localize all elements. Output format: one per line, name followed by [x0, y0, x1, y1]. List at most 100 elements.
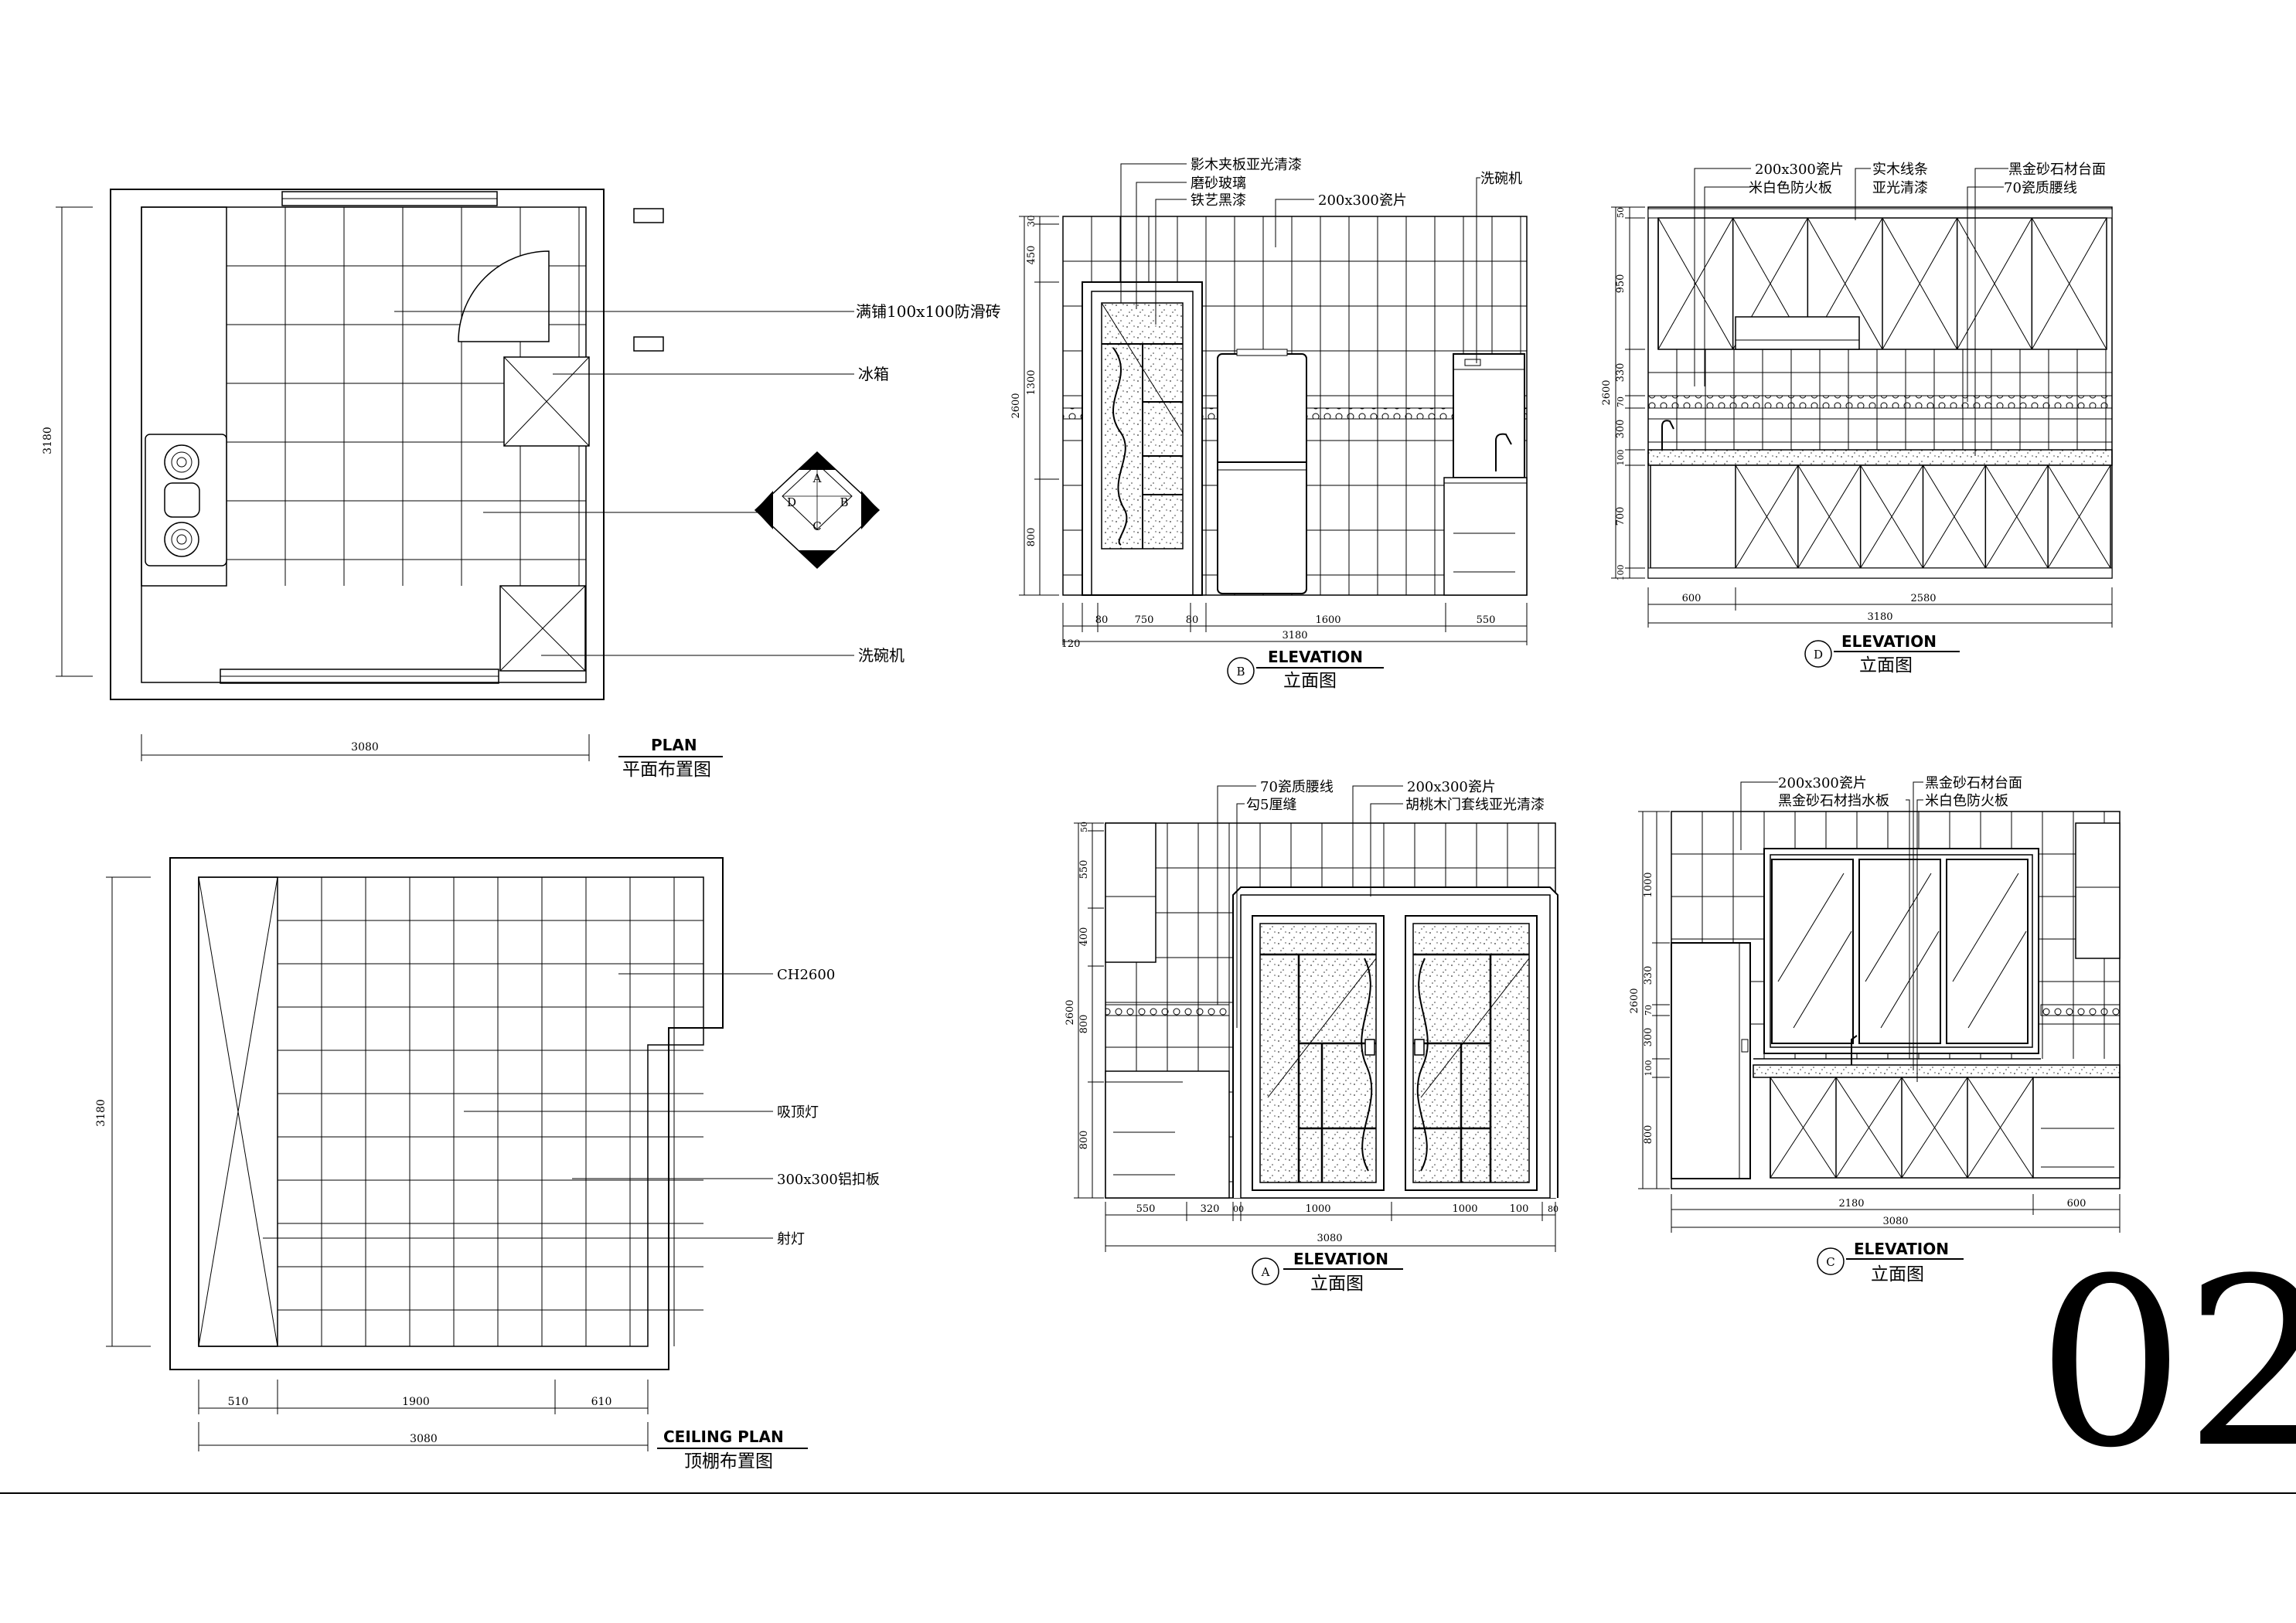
elevation-b-hdim-1: 80	[1095, 614, 1109, 626]
elevation-a-title-en: ELEVATION	[1293, 1250, 1388, 1268]
elevation-c-hdim-2: 600	[2067, 1198, 2086, 1210]
elevation-c-vdim-5: 100	[1644, 1060, 1654, 1077]
elevation-d-title-cn: 立面图	[1859, 655, 1913, 675]
elevation-c-vdim-1: 1000	[1643, 872, 1654, 897]
elevation-b-dim-height: 2600	[1010, 393, 1022, 418]
elevation-c-title-cn: 立面图	[1871, 1264, 1924, 1284]
elevation-d-vdim-1: 50	[1616, 207, 1626, 218]
elevation-c-dim-total: 3080	[1882, 1216, 1908, 1227]
plan-index-symbol: A B C D	[754, 451, 881, 570]
plan-counter	[141, 206, 227, 587]
elevation-c-dim-height: 2600	[1629, 988, 1640, 1013]
elevation-d-dim-height: 2600	[1601, 379, 1613, 405]
plan-stove	[145, 434, 227, 567]
index-mark-b: B	[840, 495, 848, 509]
ceiling-dim-1: 510	[228, 1396, 249, 1408]
elevation-d-mark: D	[1814, 648, 1823, 662]
elevation-b-dim-extra: 120	[1061, 638, 1081, 650]
elevation-d-vdim-5: 300	[1615, 420, 1627, 439]
elevation-a-label-walnut: 胡桃木门套线亚光清漆	[1405, 797, 1545, 813]
elevation-b-title-en: ELEVATION	[1268, 648, 1363, 666]
elevation-a-hdim-4: 1000	[1305, 1203, 1330, 1215]
ceiling-label-spotlight: 射灯	[777, 1231, 805, 1247]
elevation-a-vdim-4: 800	[1078, 1015, 1090, 1034]
elevation-c: 200x300瓷片 黑金砂石材挡水板 黑金砂石材台面 米白色防火板 1000 3…	[1629, 775, 2121, 1284]
elevation-b-door	[1082, 281, 1203, 596]
elevation-c-waist-line	[2040, 1004, 2121, 1016]
elevation-a-hdim-6: 100	[1510, 1203, 1529, 1215]
elevation-d-hdim-2: 2580	[1910, 593, 1936, 604]
index-mark-c: C	[812, 519, 821, 533]
elevation-d-label-wood-strip: 实木线条	[1872, 162, 1928, 178]
elevation-b-hdim-3: 80	[1186, 614, 1199, 626]
elevation-c-vdim-3: 70	[1644, 1005, 1654, 1016]
elevation-b-dim-total: 3180	[1282, 630, 1307, 641]
elevation-d-vdim-2: 950	[1615, 274, 1627, 294]
ceiling-label-panel: 300x300铝扣板	[777, 1172, 880, 1188]
elevation-a-title-cn: 立面图	[1310, 1274, 1364, 1294]
elevation-a-hdim-5: 1000	[1452, 1203, 1477, 1215]
elevation-b-label-glass: 磨砂玻璃	[1191, 175, 1246, 192]
elevation-d-label-tile: 200x300瓷片	[1755, 162, 1844, 178]
elevation-b-vdim-1: 30	[1026, 215, 1037, 226]
elevation-c-label-granite: 黑金砂石材台面	[1925, 775, 2022, 791]
elevation-c-vdim-6: 800	[1643, 1125, 1654, 1145]
plan-outer-wall	[110, 189, 605, 700]
plan-door-swing	[458, 250, 550, 342]
elevation-c-title-en: ELEVATION	[1854, 1240, 1949, 1258]
elevation-a-lower-cabinet	[1105, 1070, 1230, 1199]
elevation-a-vdim-5: 800	[1078, 1131, 1090, 1150]
index-mark-a: A	[812, 471, 822, 485]
elevation-a-hdim-3: 00	[1233, 1204, 1244, 1214]
elevation-a-waist-line	[1105, 1004, 1230, 1016]
plan-dishwasher	[499, 585, 586, 672]
elevation-d-label-waist: 70瓷质腰线	[2004, 180, 2077, 196]
plan-title-en: PLAN	[651, 736, 697, 754]
ceiling-dim-3: 610	[591, 1396, 612, 1408]
elevation-d-vdim-8: 100	[1616, 565, 1626, 581]
elevation-d-dim-total: 3180	[1867, 611, 1892, 623]
elevation-b-dishwasher	[1443, 353, 1528, 596]
elevation-c-label-fireproof: 米白色防火板	[1925, 793, 2008, 809]
elevation-c-label-splash: 黑金砂石材挡水板	[1778, 793, 1889, 809]
elevation-a-hdim-7: 80	[1548, 1204, 1558, 1214]
elevation-c-hdim-1: 2180	[1838, 1198, 1864, 1210]
ceiling-plan-view: CH2600 吸顶灯 300x300铝扣板 射灯 3180 510 1900 6…	[95, 857, 880, 1472]
elevation-a-vdim-1: 50	[1079, 822, 1089, 832]
elevation-c-fridge	[1671, 942, 1751, 1179]
ceiling-title-en: CEILING PLAN	[663, 1427, 784, 1446]
elevation-c-lower-cabinets	[1770, 1077, 2121, 1179]
elevation-d-vdim-7: 700	[1615, 507, 1627, 526]
elevation-a-hdim-2: 320	[1201, 1203, 1220, 1215]
elevation-c-label-tile: 200x300瓷片	[1778, 775, 1867, 791]
elevation-b-label-tile: 200x300瓷片	[1318, 192, 1407, 209]
elevation-c-vdim-2: 330	[1643, 966, 1654, 985]
elevation-a-vdim-3: 400	[1078, 927, 1090, 947]
plan-view: A B C D 满铺100x100防滑砖 冰箱 洗碗机 3180 3080 PL…	[42, 189, 1001, 780]
ceiling-dim-total: 3080	[410, 1433, 438, 1445]
ceiling-title-cn: 顶棚布置图	[684, 1451, 773, 1472]
index-mark-d: D	[787, 495, 796, 509]
elevation-a-hdim-1: 550	[1136, 1203, 1156, 1215]
elevation-a-label-tile: 200x300瓷片	[1407, 779, 1496, 795]
elevation-a-dim-height: 2600	[1065, 999, 1076, 1025]
elevation-b-label-dishwasher: 洗碗机	[1480, 171, 1522, 187]
elevation-a: 70瓷质腰线 勾5厘缝 200x300瓷片 胡桃木门套线亚光清漆 50 550 …	[1065, 779, 1558, 1294]
ceiling-label-light: 吸顶灯	[777, 1104, 819, 1121]
elevation-a-label-grout: 勾5厘缝	[1246, 797, 1296, 813]
elevation-d-countertop	[1647, 449, 2113, 466]
plan-dim-height: 3180	[42, 427, 54, 454]
elevation-d-title-en: ELEVATION	[1841, 632, 1937, 651]
elevation-d-lower-cabinets	[1650, 464, 2111, 569]
plan-label-fridge: 冰箱	[858, 365, 889, 383]
elevation-d-waist-line	[1647, 395, 2113, 409]
plan-title-cn: 平面布置图	[622, 760, 711, 780]
elevation-d-vdim-3: 330	[1615, 363, 1627, 383]
elevation-b-vdim-4: 800	[1026, 528, 1037, 547]
elevation-a-label-waist: 70瓷质腰线	[1260, 779, 1334, 795]
elevation-d-label-fireproof: 米白色防火板	[1749, 180, 1832, 196]
elevation-b-fridge	[1217, 349, 1307, 594]
elevation-b-hdim-5: 550	[1477, 614, 1496, 626]
elevation-d-vdim-6: 100	[1616, 450, 1626, 466]
